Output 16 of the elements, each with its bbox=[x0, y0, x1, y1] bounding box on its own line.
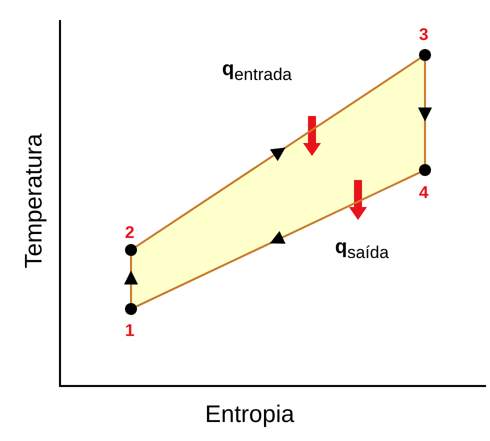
point-number: 2 bbox=[125, 224, 134, 241]
point-number: 3 bbox=[419, 26, 428, 43]
process-line bbox=[124, 256, 138, 303]
state-point bbox=[125, 244, 137, 256]
process-line bbox=[418, 61, 432, 164]
axis-title: Temperatura bbox=[23, 134, 46, 268]
state-point bbox=[125, 303, 137, 315]
process-line bbox=[136, 172, 420, 308]
axis-title: Entropia bbox=[205, 404, 294, 426]
heat-in-label: q$_{entrada}$ bbox=[222, 58, 292, 86]
heat-out-label: q$_{saída}$ bbox=[335, 236, 389, 264]
state-point bbox=[419, 49, 431, 61]
process-line bbox=[135, 57, 421, 248]
point-number: 4 bbox=[419, 184, 428, 201]
state-point bbox=[419, 164, 431, 176]
point-number: 1 bbox=[125, 322, 134, 339]
